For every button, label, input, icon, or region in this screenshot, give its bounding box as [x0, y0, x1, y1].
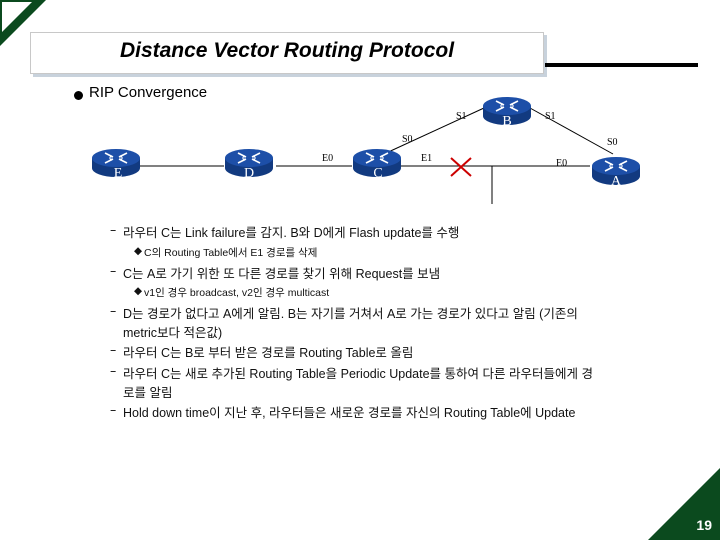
- sub-note-text: v1인 경우 broadcast, v2인 경우 multicast: [144, 287, 330, 299]
- note-marker: –: [110, 263, 117, 278]
- link-failure-icon: [450, 157, 472, 177]
- note-text: 라우터 C는 B로 부터 받은 경로를 Routing Table로 올림: [123, 346, 414, 360]
- page-number-badge: [648, 468, 720, 540]
- note-marker: –: [110, 222, 117, 237]
- sub-note-marker: ◆: [134, 285, 143, 297]
- interface-label-a-s0: S0: [607, 137, 618, 148]
- note-marker: –: [110, 402, 117, 417]
- note-text: Hold down time이 지난 후, 라우터들은 새로운 경로를 자신의 …: [123, 406, 576, 420]
- sub-note-text: C의 Routing Table에서 E1 경로를 삭제: [144, 247, 318, 259]
- router-label: D: [244, 166, 254, 181]
- corner-decoration-inner: [2, 2, 32, 32]
- page-number: 19: [696, 517, 712, 533]
- router-label: B: [502, 114, 511, 129]
- link-c-b: [383, 107, 485, 155]
- title-box: Distance Vector Routing Protocol: [30, 32, 544, 74]
- note-text-continued: 로를 알림: [123, 386, 173, 400]
- router-b: B: [482, 96, 532, 129]
- interface-label-a-e0: E0: [556, 158, 567, 169]
- router-label: C: [373, 166, 382, 181]
- interface-label-b-s1-left: S1: [456, 111, 467, 122]
- note-text: C는 A로 가기 위한 또 다른 경로를 찾기 위해 Request를 보냄: [123, 267, 441, 281]
- link-b-a: [529, 107, 614, 155]
- network-links: [132, 107, 614, 204]
- note-marker: –: [110, 363, 117, 378]
- note-marker: –: [110, 303, 117, 318]
- bullet-dot-icon: [74, 91, 83, 100]
- interface-label-c-s0: S0: [402, 134, 413, 145]
- title-underline: [545, 63, 698, 67]
- note-text: 라우터 C는 새로 추가된 Routing Table을 Periodic Up…: [123, 367, 593, 381]
- interface-label-c-e1: E1: [421, 153, 432, 164]
- note-marker: –: [110, 342, 117, 357]
- router-label: A: [611, 174, 622, 189]
- note-text-continued: metric보다 적은값): [123, 326, 223, 340]
- router-c: C: [352, 148, 402, 181]
- interface-label-b-s1-right: S1: [545, 111, 556, 122]
- router-a: A: [591, 156, 641, 189]
- router-d: D: [224, 148, 274, 181]
- note-text: 라우터 C는 Link failure를 감지. B와 D에게 Flash up…: [123, 226, 460, 240]
- router-label: E: [114, 166, 123, 181]
- page-title: Distance Vector Routing Protocol: [119, 39, 455, 62]
- sub-note-marker: ◆: [134, 245, 143, 257]
- router-e: E: [91, 148, 141, 181]
- interface-label-c-e0: E0: [322, 153, 333, 164]
- section-subtitle: RIP Convergence: [89, 84, 208, 101]
- note-text: D는 경로가 없다고 A에게 알림. B는 자기를 거쳐서 A로 가는 경로가 …: [123, 307, 578, 321]
